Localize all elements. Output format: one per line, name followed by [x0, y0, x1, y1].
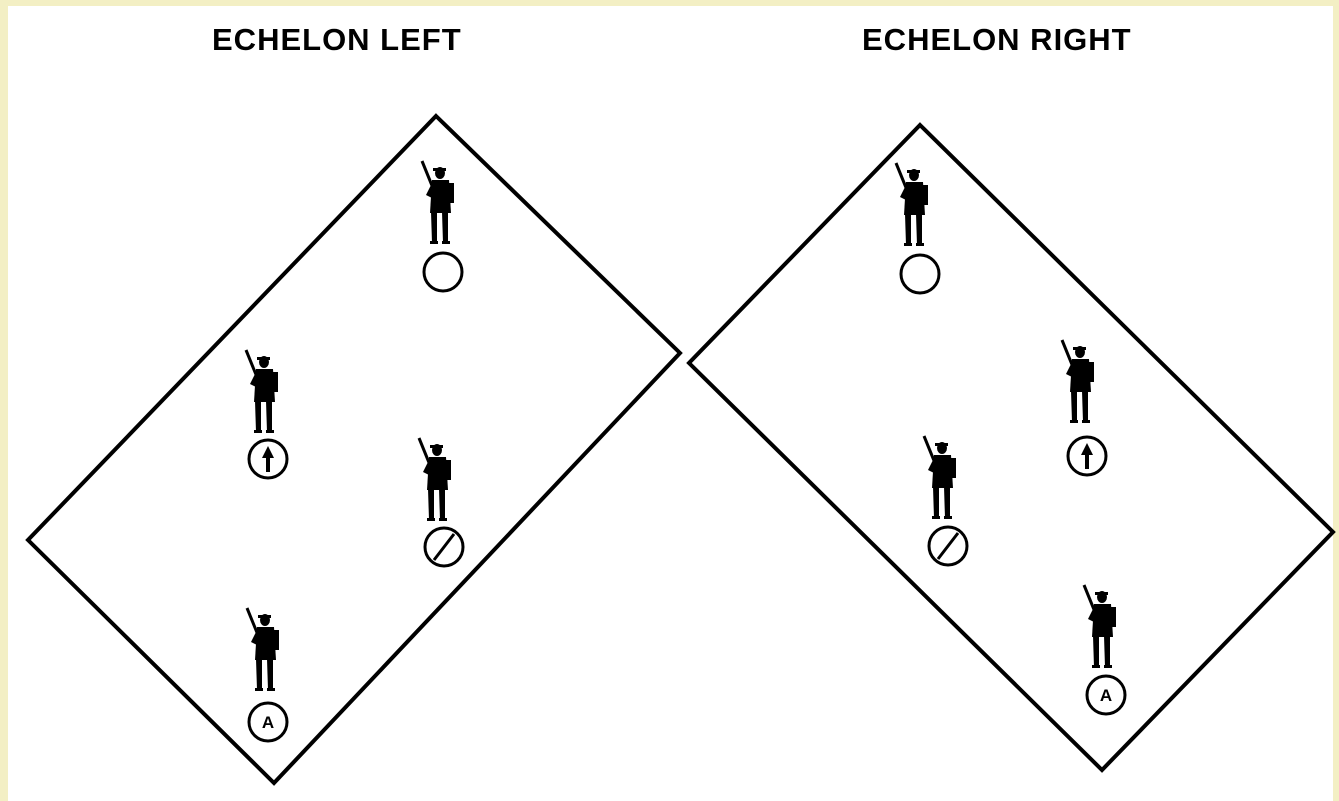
soldier-figure-icon: [419, 438, 451, 521]
empty-circle-symbol: [424, 253, 462, 291]
soldier-figure-icon: [1084, 585, 1116, 668]
empty-circle-symbol: [901, 255, 939, 293]
symbol-letter: A: [1100, 686, 1112, 705]
soldier-figure-icon: [247, 608, 279, 691]
soldier-figure-icon: [422, 161, 454, 244]
arrow-circle-symbol: [1068, 437, 1106, 475]
echelon-right-sector-outline: [689, 125, 1333, 770]
soldier-figure-icon: [924, 436, 956, 519]
soldier-figure-icon: [896, 163, 928, 246]
echelon-left-sector-outline: [28, 116, 680, 783]
echelon-left-panel: A: [28, 116, 680, 783]
letter-circle-symbol: A: [249, 703, 287, 741]
soldier-figure-icon: [246, 350, 278, 433]
echelon-right-panel: A: [689, 125, 1333, 770]
slash-circle-symbol: [929, 527, 967, 565]
letter-circle-symbol: A: [1087, 676, 1125, 714]
soldier-figure-icon: [1062, 340, 1094, 423]
symbol-letter: A: [262, 713, 274, 732]
slash-circle-symbol: [425, 528, 463, 566]
arrow-circle-symbol: [249, 440, 287, 478]
